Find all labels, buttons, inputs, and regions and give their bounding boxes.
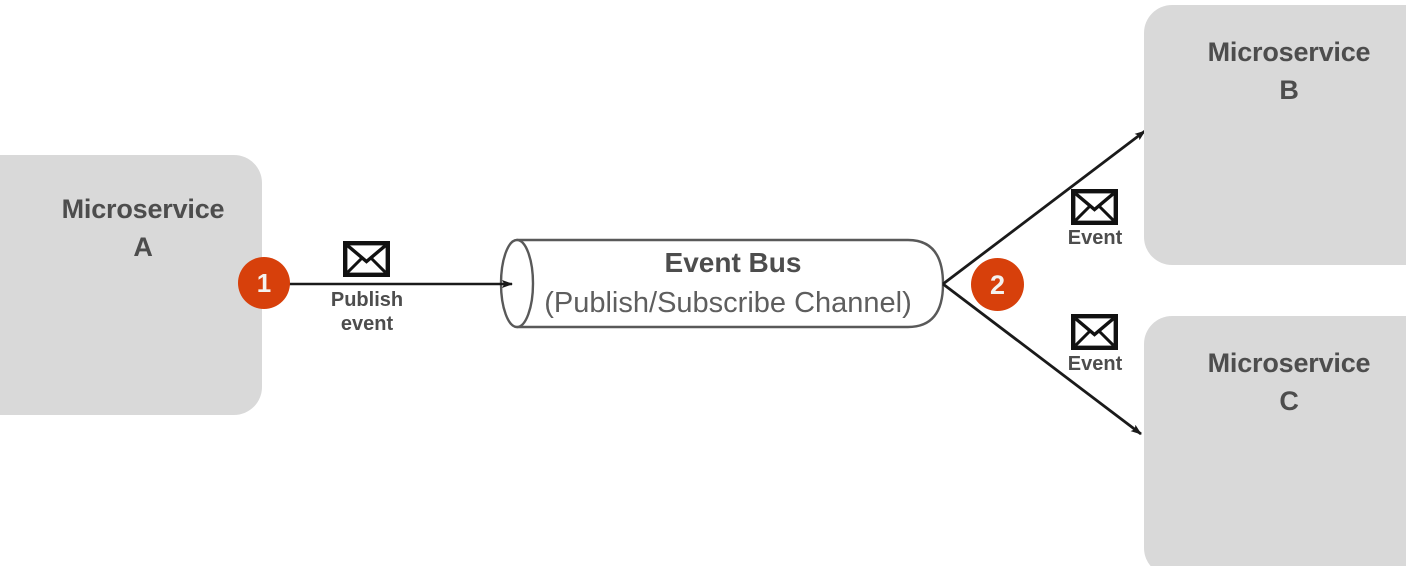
service-box-microservice-a[interactable]: Microservice A <box>0 155 262 415</box>
envelope-icon <box>1071 314 1118 350</box>
flow-label-event-b: Event <box>1067 227 1123 249</box>
service-box-microservice-b[interactable]: Microservice B <box>1144 5 1406 265</box>
envelope-icon <box>1071 189 1118 225</box>
service-label-a: Microservice A <box>61 194 225 262</box>
step-badge-1[interactable]: 1 <box>238 257 290 309</box>
flow-label-event-c: Event <box>1067 353 1123 375</box>
step-badge-2[interactable]: 2 <box>971 258 1024 311</box>
event-bus-subtitle: (Publish/Subscribe Channel) <box>544 287 912 319</box>
service-label-c: Microservice C <box>1207 348 1371 416</box>
envelope-icon <box>343 241 390 277</box>
service-label-b: Microservice B <box>1207 37 1371 105</box>
service-box-microservice-c[interactable]: Microservice C <box>1144 316 1406 566</box>
flow-label-publish-event: Publish event <box>330 289 404 335</box>
arrow-deliver-c <box>942 282 1142 436</box>
event-bus-title: Event Bus <box>664 247 802 278</box>
arrow-deliver-b <box>942 129 1146 286</box>
